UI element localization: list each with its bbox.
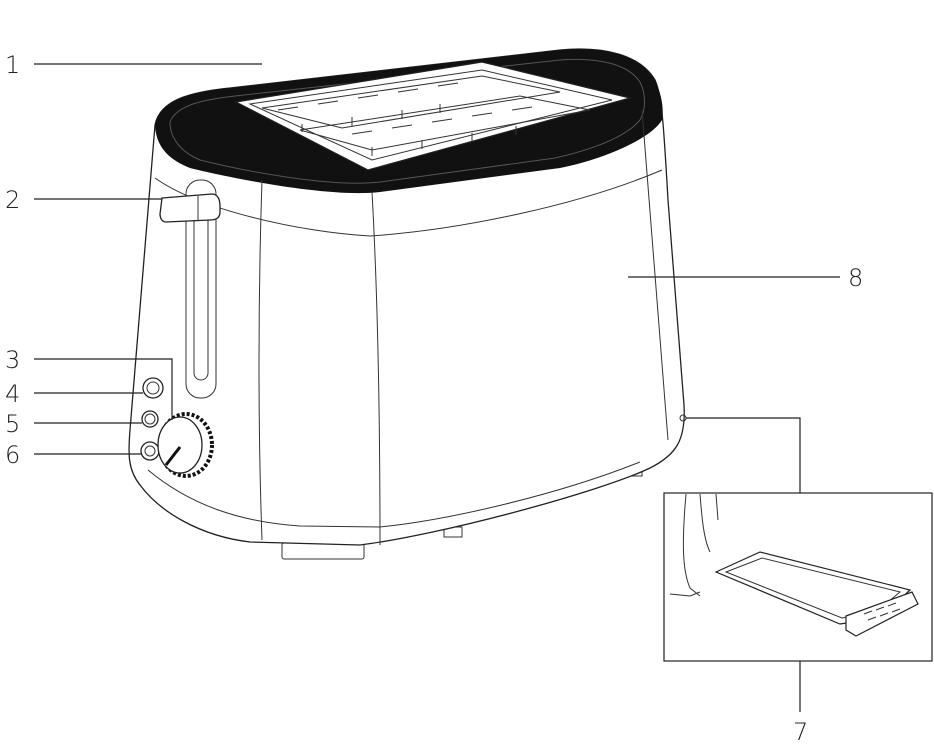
callout-5: 5 (5, 410, 20, 438)
rear-grill (277, 82, 459, 132)
callout-7: 7 (793, 718, 808, 746)
base-line (147, 461, 641, 528)
callout-6: 6 (5, 441, 20, 469)
leader-3 (34, 358, 173, 420)
front-panel-left-edge (371, 191, 381, 546)
inset-toaster-base (669, 591, 701, 597)
slot-plate-inner (248, 69, 613, 161)
front-panel-right-edge (641, 109, 669, 441)
button-4 (142, 377, 164, 399)
browning-dial (157, 416, 203, 474)
crumb-tray-handle-grips (863, 602, 901, 621)
front-slot (299, 95, 591, 151)
button-5 (141, 410, 159, 428)
inset-toaster-edge (699, 493, 711, 553)
callout-1: 1 (5, 51, 20, 79)
callout-8: 8 (848, 264, 863, 292)
button-6 (140, 441, 160, 461)
inset-toaster-edge2 (715, 493, 719, 521)
button-4-inner (146, 381, 160, 395)
inset-toaster-side (682, 493, 701, 597)
toaster-body (128, 48, 687, 560)
button-5-inner (144, 413, 156, 425)
leader-7-top (686, 417, 801, 493)
lever-slot (185, 179, 217, 399)
button-6-inner (144, 445, 156, 457)
callout-2: 2 (5, 186, 20, 214)
callout-3: 3 (5, 346, 20, 374)
front-grill (351, 106, 533, 156)
rear-slot (261, 75, 561, 129)
dial-pointer (164, 446, 182, 466)
callout-4: 4 (5, 380, 20, 408)
lever (159, 193, 221, 223)
side-panel-left-edge (258, 179, 263, 541)
crumb-tray-handle (845, 591, 919, 637)
top-rim-inner (169, 58, 645, 184)
leader-lines (34, 63, 840, 712)
crumb-tray-inset (663, 492, 933, 662)
